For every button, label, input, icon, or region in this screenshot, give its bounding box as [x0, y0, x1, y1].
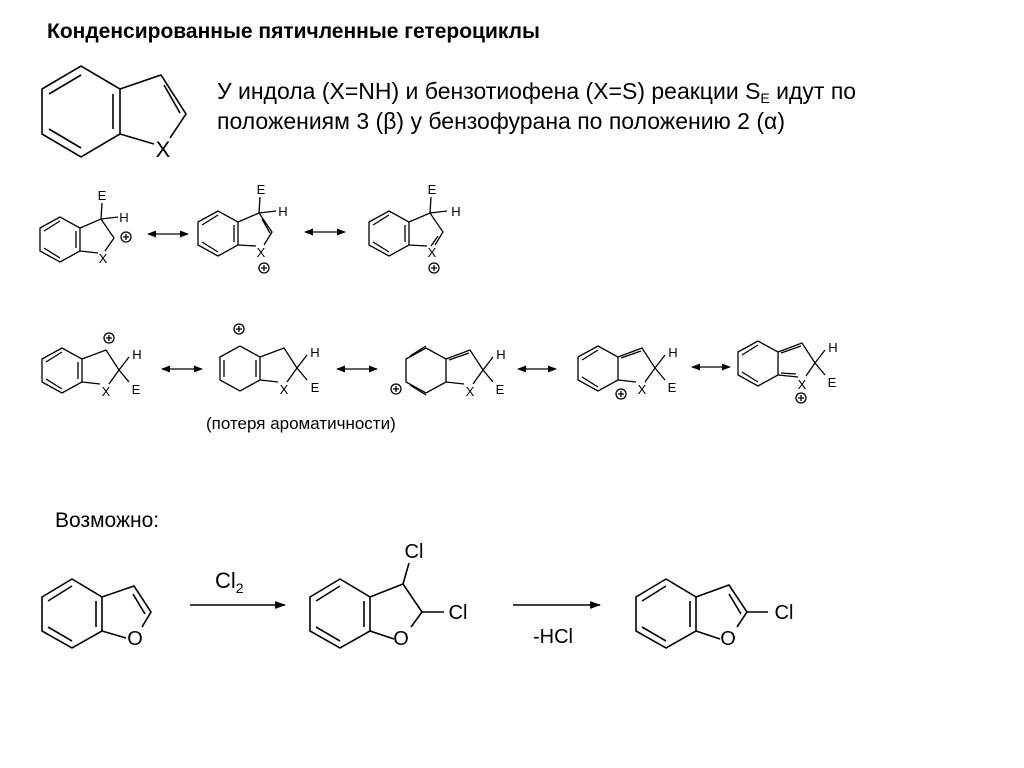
chlorine-label: Cl: [775, 602, 794, 624]
oxygen-label: O: [393, 628, 409, 650]
hydrogen-label: H: [310, 345, 319, 360]
heteroatom-label: X: [798, 377, 807, 392]
sigma-complex-3-form-1: E H X: [39, 188, 132, 266]
heteroatom-label: X: [280, 382, 289, 397]
reactivity-statement: У индола (X=NH) и бензотиофена (X=S) реа…: [217, 76, 856, 136]
loss-of-aromaticity-note: (потеря ароматичности): [206, 414, 396, 433]
electrophile-label: E: [132, 382, 141, 397]
sigma-complex-3-form-2: E H X: [197, 182, 288, 274]
heteroatom-label: X: [428, 245, 437, 260]
hcl-elimination-label: -HCl: [533, 626, 573, 648]
heteroatom-label: X: [638, 382, 647, 397]
electrophile-label: E: [496, 382, 505, 397]
oxygen-label: O: [127, 628, 143, 650]
statement-line-1: У индола (X=NH) и бензотиофена (X=S) реа…: [217, 78, 857, 106]
electrophile-label: E: [828, 375, 837, 390]
electrophile-label: E: [428, 182, 437, 197]
statement-line-2: положениям 3 (β) у бензофурана по положе…: [217, 108, 785, 134]
electrophile-label: E: [257, 182, 266, 197]
chlorobenzofuran: Cl O: [635, 578, 794, 650]
heteroatom-label: X: [156, 137, 171, 162]
oxygen-label: O: [720, 628, 736, 650]
benzofuran: O: [41, 578, 152, 650]
hydrogen-label: H: [668, 345, 677, 360]
electrophile-label: E: [98, 188, 107, 203]
electrophile-label: E: [668, 380, 677, 395]
hydrogen-label: H: [451, 204, 460, 219]
sigma-complex-3-form-3: E H X: [368, 182, 461, 274]
hydrogen-label: H: [828, 340, 837, 355]
sigma-complex-2-form-5: H E X: [737, 340, 838, 404]
heteroatom-label: X: [257, 245, 266, 260]
benzoheterocycle-generic: [41, 65, 187, 158]
heteroatom-label: X: [99, 251, 108, 266]
heteroatom-label: X: [102, 384, 111, 399]
chlorine-label: Cl: [405, 541, 424, 563]
sigma-complex-2-form-3: H E X: [390, 345, 506, 399]
hydrogen-label: H: [132, 347, 141, 362]
chlorine-reagent: Cl2: [215, 568, 244, 596]
hydrogen-label: H: [278, 204, 287, 219]
sigma-complex-2-form-1: H E X: [41, 332, 142, 399]
heteroatom-label: X: [466, 384, 475, 399]
chlorine-label: Cl: [449, 602, 468, 624]
sigma-complex-2-form-2: H E X: [219, 323, 320, 397]
svg-text:Cl2: Cl2: [215, 568, 244, 596]
hydrogen-label: H: [119, 210, 128, 225]
dichloro-dihydrobenzofuran: Cl Cl O: [309, 541, 468, 650]
slide-title: Конденсированные пятичленные гетероциклы: [47, 20, 540, 43]
electrophile-label: E: [311, 380, 320, 395]
hydrogen-label: H: [496, 347, 505, 362]
possible-label: Возможно:: [55, 509, 160, 532]
sigma-complex-2-form-4: H E X: [577, 345, 678, 400]
